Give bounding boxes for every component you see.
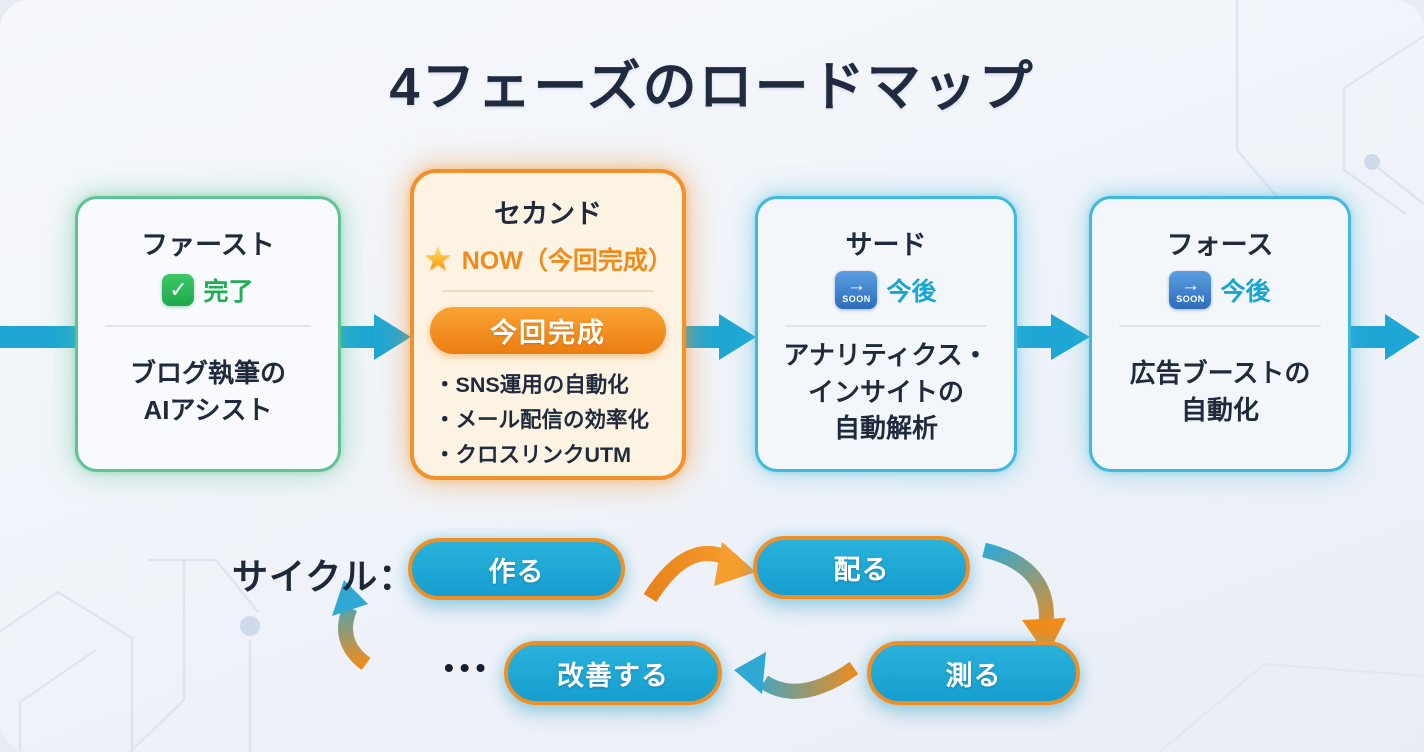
phase-status-row: ✓ 完了 — [162, 271, 254, 309]
hexagon-line — [129, 560, 186, 752]
soon-arrow-glyph: → — [1180, 274, 1200, 296]
check-icon: ✓ — [162, 274, 195, 306]
cycle-ellipsis: ••• — [444, 652, 492, 683]
phase-status-row: → SOON 今後 — [1169, 271, 1271, 309]
task-item: ・メール配信の効率化 — [434, 407, 650, 432]
description-line: アナリティクス・ — [783, 339, 989, 370]
hexagon-line — [0, 590, 134, 752]
task-item: ・クロスリンクUTM — [434, 442, 632, 467]
arrowhead — [734, 652, 766, 694]
soon-label: SOON — [842, 293, 871, 304]
flow-arrow-3 — [1017, 314, 1090, 360]
cycle-step-improve: 改善する — [504, 641, 722, 705]
cycle-arrow-return — [338, 605, 371, 671]
hexagon-line — [18, 648, 97, 752]
page-title: 4フェーズのロードマップ — [389, 57, 1035, 117]
cycle-arrow-make-to-distribute — [643, 546, 739, 603]
phase-task-list: ・SNS運用の自動化 ・メール配信の効率化 ・クロスリンクUTM — [414, 368, 682, 472]
phase-name: サード — [845, 230, 927, 260]
status-label: 今後 — [1220, 278, 1271, 306]
description-line: AIアシスト — [143, 395, 273, 425]
arrowhead — [714, 542, 756, 586]
phase-description: ブログ執筆の AIアシスト — [130, 327, 286, 469]
cycle-arrow-measure-to-improve — [759, 661, 859, 699]
phase-name: フォース — [1166, 230, 1274, 260]
phase-name: セカンド — [494, 199, 602, 229]
phase-card-third: サード → SOON 今後 アナリティクス・ インサイトの 自動解析 — [755, 196, 1017, 472]
star-icon: ★ — [423, 240, 453, 277]
description-line: 自動解析 — [833, 413, 938, 444]
cycle-arrow-distribute-to-measure — [982, 542, 1054, 627]
status-label: NOW（今回完成） — [461, 247, 673, 275]
description-line: ブログ執筆の — [129, 358, 286, 389]
flow-arrow-exit — [1351, 314, 1420, 360]
status-label: 今後 — [886, 278, 937, 306]
cycle-step-distribute: 配る — [753, 536, 970, 599]
flow-arrow-1 — [341, 314, 411, 360]
cycle-label: サイクル： — [232, 556, 416, 597]
description-line: 広告ブーストの — [1129, 358, 1311, 389]
soon-label: SOON — [1176, 293, 1205, 304]
phase-status-row: ★ NOW（今回完成） — [423, 240, 673, 278]
divider — [1118, 325, 1322, 327]
flow-arrow-2 — [686, 314, 756, 360]
description-line: インサイトの — [807, 376, 964, 407]
flow-arrow-entry — [0, 326, 80, 348]
cycle-step-measure: 測る — [867, 641, 1080, 705]
divider — [784, 325, 988, 327]
phase-status-row: → SOON 今後 — [835, 271, 937, 309]
divider — [442, 290, 654, 292]
circuit-dot — [1364, 154, 1380, 170]
hexagon-line — [1159, 662, 1424, 752]
soon-icon: → SOON — [1169, 271, 1212, 309]
phase-card-second: セカンド ★ NOW（今回完成） 今回完成 ・SNS運用の自動化 ・メール配信の… — [410, 169, 686, 480]
cycle-step-make: 作る — [408, 538, 625, 600]
current-phase-badge: 今回完成 — [430, 307, 666, 354]
phase-description: アナリティクス・ インサイトの 自動解析 — [783, 327, 988, 469]
task-item: ・SNS運用の自動化 — [434, 373, 629, 397]
status-label: 完了 — [203, 278, 254, 306]
description-line: 自動化 — [1180, 395, 1259, 425]
soon-arrow-glyph: → — [846, 274, 866, 296]
phase-name: ファースト — [141, 230, 275, 260]
phase-card-first: ファースト ✓ 完了 ブログ執筆の AIアシスト — [75, 196, 341, 472]
divider — [105, 325, 311, 327]
phase-description: 広告ブーストの 自動化 — [1130, 327, 1311, 469]
circuit-line — [1377, 167, 1424, 205]
phase-card-fourth: フォース → SOON 今後 広告ブーストの 自動化 — [1089, 196, 1351, 472]
circuit-dot — [240, 616, 260, 636]
soon-icon: → SOON — [835, 271, 878, 309]
